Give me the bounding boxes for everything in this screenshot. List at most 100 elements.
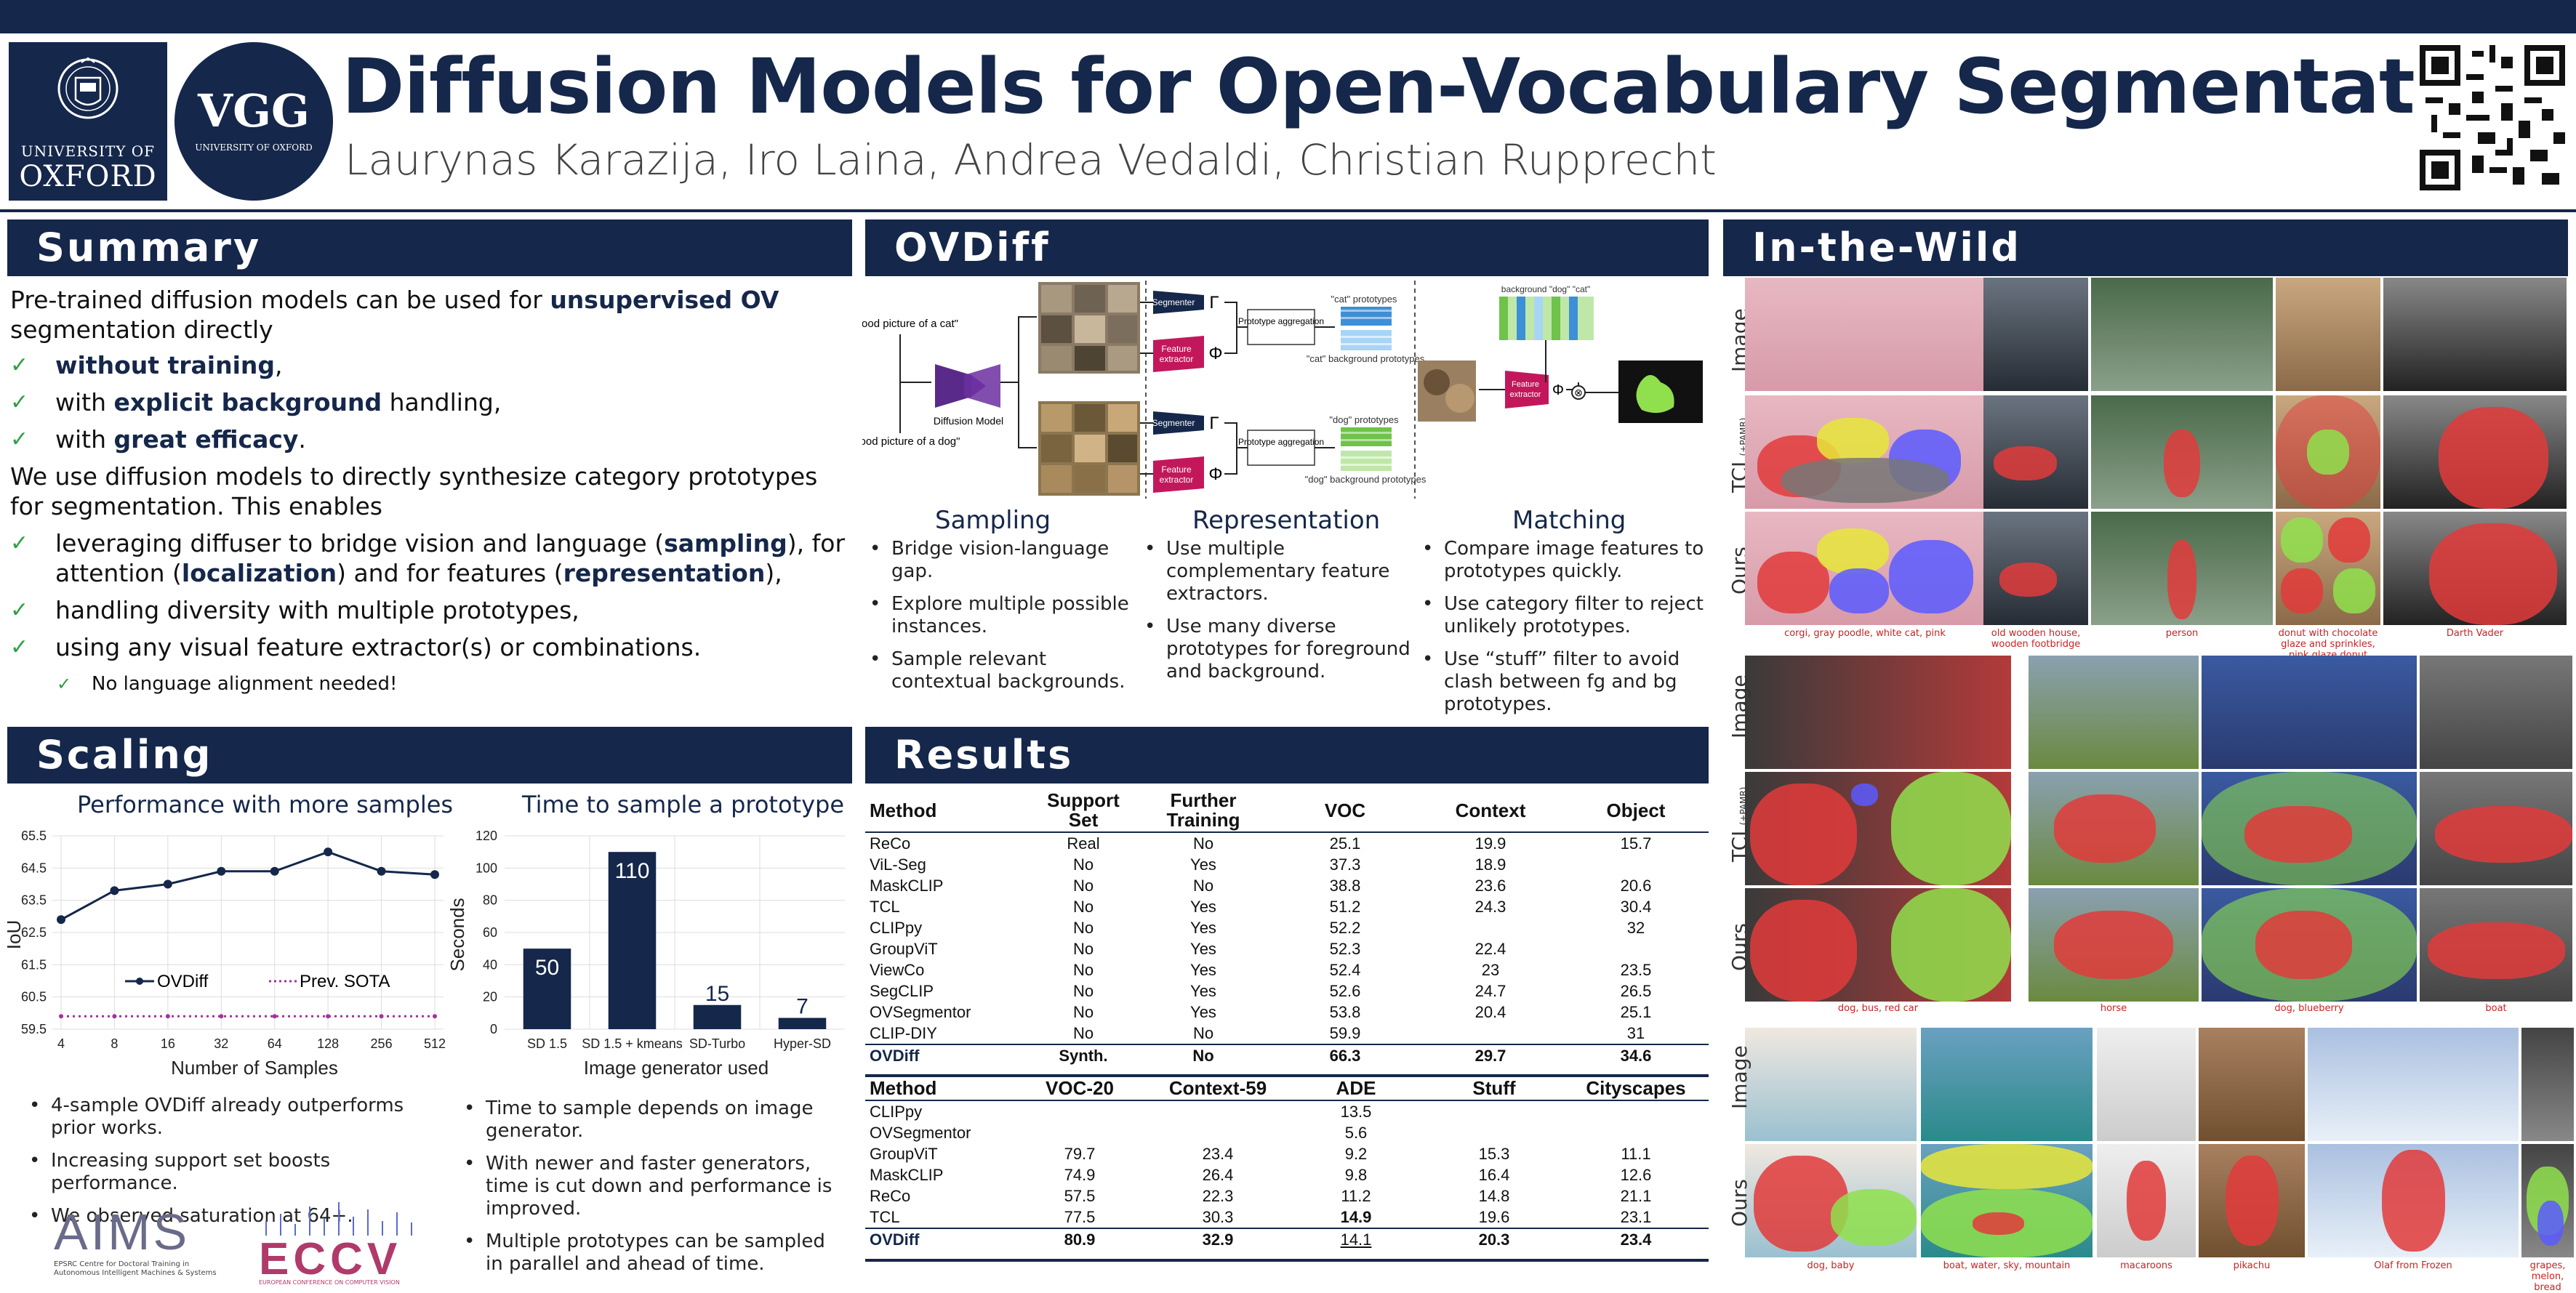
ovdiff-point xyxy=(110,886,119,895)
gallery-caption: boat, water, sky, mountain xyxy=(1943,1260,2071,1271)
table-cell: 24.7 xyxy=(1474,981,1506,1000)
matching-point: Use category filter to reject unlikely p… xyxy=(1422,593,1709,638)
eccv-text: ECCV xyxy=(259,1234,402,1284)
table-cell xyxy=(1563,1122,1709,1143)
prev-sota-point xyxy=(379,1014,384,1019)
chart1-ytick: 62.5 xyxy=(21,925,47,940)
table-cell: TCL xyxy=(870,897,900,916)
table-cell: SegCLIP xyxy=(870,981,934,1000)
chart2-ylabel: Seconds xyxy=(446,898,468,971)
table-cell: MaskCLIP xyxy=(870,876,944,895)
table-cell xyxy=(1425,1122,1563,1143)
svg-text:extractor: extractor xyxy=(1510,390,1541,399)
table-cell: 29.7 xyxy=(1418,1044,1563,1066)
table-cell: 52.6 xyxy=(1329,981,1361,1000)
gallery-image xyxy=(2202,656,2417,769)
table-cell: No xyxy=(1192,1023,1214,1042)
gallery-image xyxy=(1745,278,1985,391)
gallery-image xyxy=(2308,1144,2519,1257)
table-cell: Yes xyxy=(1190,855,1216,874)
chart2-ytick: 120 xyxy=(476,829,497,843)
table-cell: ViewCo xyxy=(870,960,925,979)
row-label-ours: Ours xyxy=(1728,923,1752,971)
table-cell: 80.9 xyxy=(1011,1228,1149,1250)
chart1-legend: OVDiff Prev. SOTA xyxy=(125,972,390,991)
ovdiff-pipeline-diagram: "A good picture of a cat" "A good pictur… xyxy=(862,281,1703,499)
summary-point: ✓with explicit background handling, xyxy=(10,388,502,416)
representation-points: Use multiple complementary feature extra… xyxy=(1144,538,1421,693)
table-cell: OVSegmentor xyxy=(870,1123,971,1142)
matching-diagram: background "dog" "cat" Feature extractor… xyxy=(1418,284,1703,423)
gallery-caption: Darth Vader xyxy=(2446,628,2504,639)
chart1-xtick: 128 xyxy=(317,1036,339,1051)
table-cell: 20.4 xyxy=(1474,1002,1506,1021)
gallery-image xyxy=(2199,1028,2305,1141)
summary-heading: Summary xyxy=(7,219,852,276)
chart2-ytick: 60 xyxy=(483,925,497,940)
chart1-ytick: 65.5 xyxy=(21,829,47,843)
col-sampling: Sampling xyxy=(935,506,1051,535)
table-cell: ReCo xyxy=(870,834,911,853)
table-cell: 26.5 xyxy=(1620,981,1652,1000)
table-cell: 12.6 xyxy=(1620,1165,1652,1184)
check-icon: ✓ xyxy=(10,531,29,556)
wild-gallery: Image TCL(+PAMR) Ours corgi, gray poodle… xyxy=(1723,278,2574,1293)
prev-sota-point xyxy=(326,1014,331,1019)
table-cell: 34.6 xyxy=(1563,1044,1709,1066)
prev-sota-point xyxy=(165,1014,170,1019)
summary-point: ✓leveraging diffuser to bridge vision an… xyxy=(10,529,846,587)
ovdiff-point xyxy=(430,870,439,879)
feature-extractor-cat xyxy=(1153,336,1204,372)
table-cell: 23.1 xyxy=(1620,1207,1652,1226)
diffusion-label: Diffusion Model xyxy=(934,415,1003,427)
table-cell: CLIPpy xyxy=(870,918,923,937)
top-band xyxy=(0,0,2576,33)
table-cell: 15.7 xyxy=(1620,834,1652,853)
oxford-crest-icon xyxy=(57,57,119,119)
ovdiff-point xyxy=(377,866,386,876)
bar-value-label: 15 xyxy=(705,982,729,1006)
legend-prev-sota: Prev. SOTA xyxy=(300,972,390,991)
qr-code-icon[interactable] xyxy=(2420,45,2565,190)
table-cell: 11.1 xyxy=(1621,1144,1651,1163)
table-cell: 23.5 xyxy=(1620,960,1652,979)
gallery-image xyxy=(2383,395,2567,509)
table-cell: 22.3 xyxy=(1202,1186,1234,1205)
gallery-image xyxy=(2029,656,2199,769)
table-cell xyxy=(1563,1100,1709,1122)
table-cell: 23 xyxy=(1481,960,1500,979)
oxford-line1: UNIVERSITY OF xyxy=(20,142,156,160)
row-label-image: Image xyxy=(1728,674,1752,738)
table-cell: 14.1 xyxy=(1287,1228,1425,1250)
gallery-image xyxy=(2091,512,2273,625)
gallery-image xyxy=(2091,278,2273,391)
table-cell: No xyxy=(1072,918,1094,937)
table-cell: MaskCLIP xyxy=(870,1165,944,1184)
prev-sota-point xyxy=(219,1014,224,1019)
scaling-left-points: 4-sample OVDiff already outperforms prio… xyxy=(29,1095,436,1238)
chart2-xtick: SD 1.5 + kmeans xyxy=(582,1036,683,1051)
eccv-logo: ECCV EUROPEAN CONFERENCE ON COMPUTER VIS… xyxy=(259,1199,419,1286)
row-label-tcl: TCL(+PAMR) xyxy=(1728,786,1752,862)
table-cell: 59.9 xyxy=(1329,1023,1361,1042)
summary-intro: Pre-trained diffusion models can be used… xyxy=(10,286,779,344)
prev-sota-point xyxy=(272,1014,277,1019)
aims-logo: AIMS EPSRC Centre for Doctoral Training … xyxy=(54,1207,221,1279)
gallery-image xyxy=(1921,1028,2093,1141)
series-ovdiff-line xyxy=(60,850,436,921)
gallery-image xyxy=(2097,1028,2196,1141)
table-cell: 24.3 xyxy=(1474,897,1506,916)
prev-sota-point xyxy=(59,1014,63,1019)
table-cell: ReCo xyxy=(870,1186,911,1205)
table-cell: 25.1 xyxy=(1329,834,1361,853)
gallery-image xyxy=(2308,1028,2519,1141)
gallery-image xyxy=(1745,888,2011,1002)
table-cell: GroupViT xyxy=(870,1144,938,1163)
